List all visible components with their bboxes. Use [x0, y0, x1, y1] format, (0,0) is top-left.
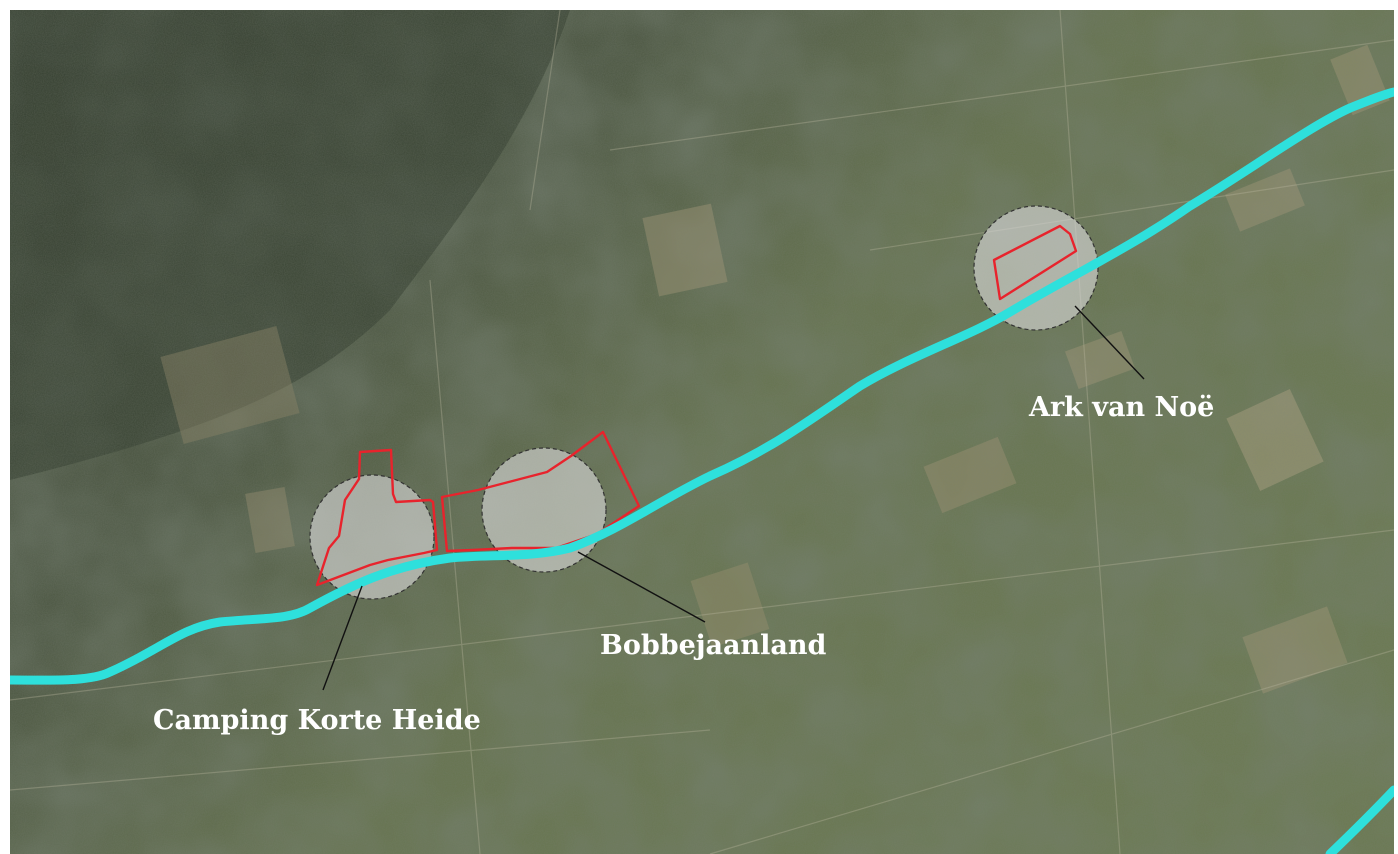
label-camping-korte-heide: Camping Korte Heide [153, 705, 481, 736]
leader-line-bobbejaanland [577, 551, 706, 623]
site-boundary-ark-van-noe [992, 224, 1078, 301]
highlight-circle-ark-van-noe [973, 205, 1099, 331]
site-boundaries [315, 224, 1078, 587]
aerial-backdrop [10, 10, 1394, 854]
label-ark-van-noe: Ark van Noë [1028, 392, 1214, 423]
place-labels: Camping Korte Heide Bobbejaanland Ark va… [153, 392, 1214, 736]
site-boundary-bobbejaanland [440, 430, 641, 553]
river-line-lower [1325, 785, 1394, 854]
river [10, 87, 1394, 854]
aerial-map: Camping Korte Heide Bobbejaanland Ark va… [10, 10, 1394, 854]
leader-lines [322, 305, 1145, 691]
leader-line-camping-korte-heide [322, 585, 363, 691]
river-line [10, 87, 1394, 685]
map-canvas: Camping Korte Heide Bobbejaanland Ark va… [10, 10, 1394, 854]
site-boundary-camping-korte-heide [315, 448, 439, 587]
leader-line-ark-van-noe [1074, 305, 1145, 380]
label-bobbejaanland: Bobbejaanland [600, 630, 827, 661]
